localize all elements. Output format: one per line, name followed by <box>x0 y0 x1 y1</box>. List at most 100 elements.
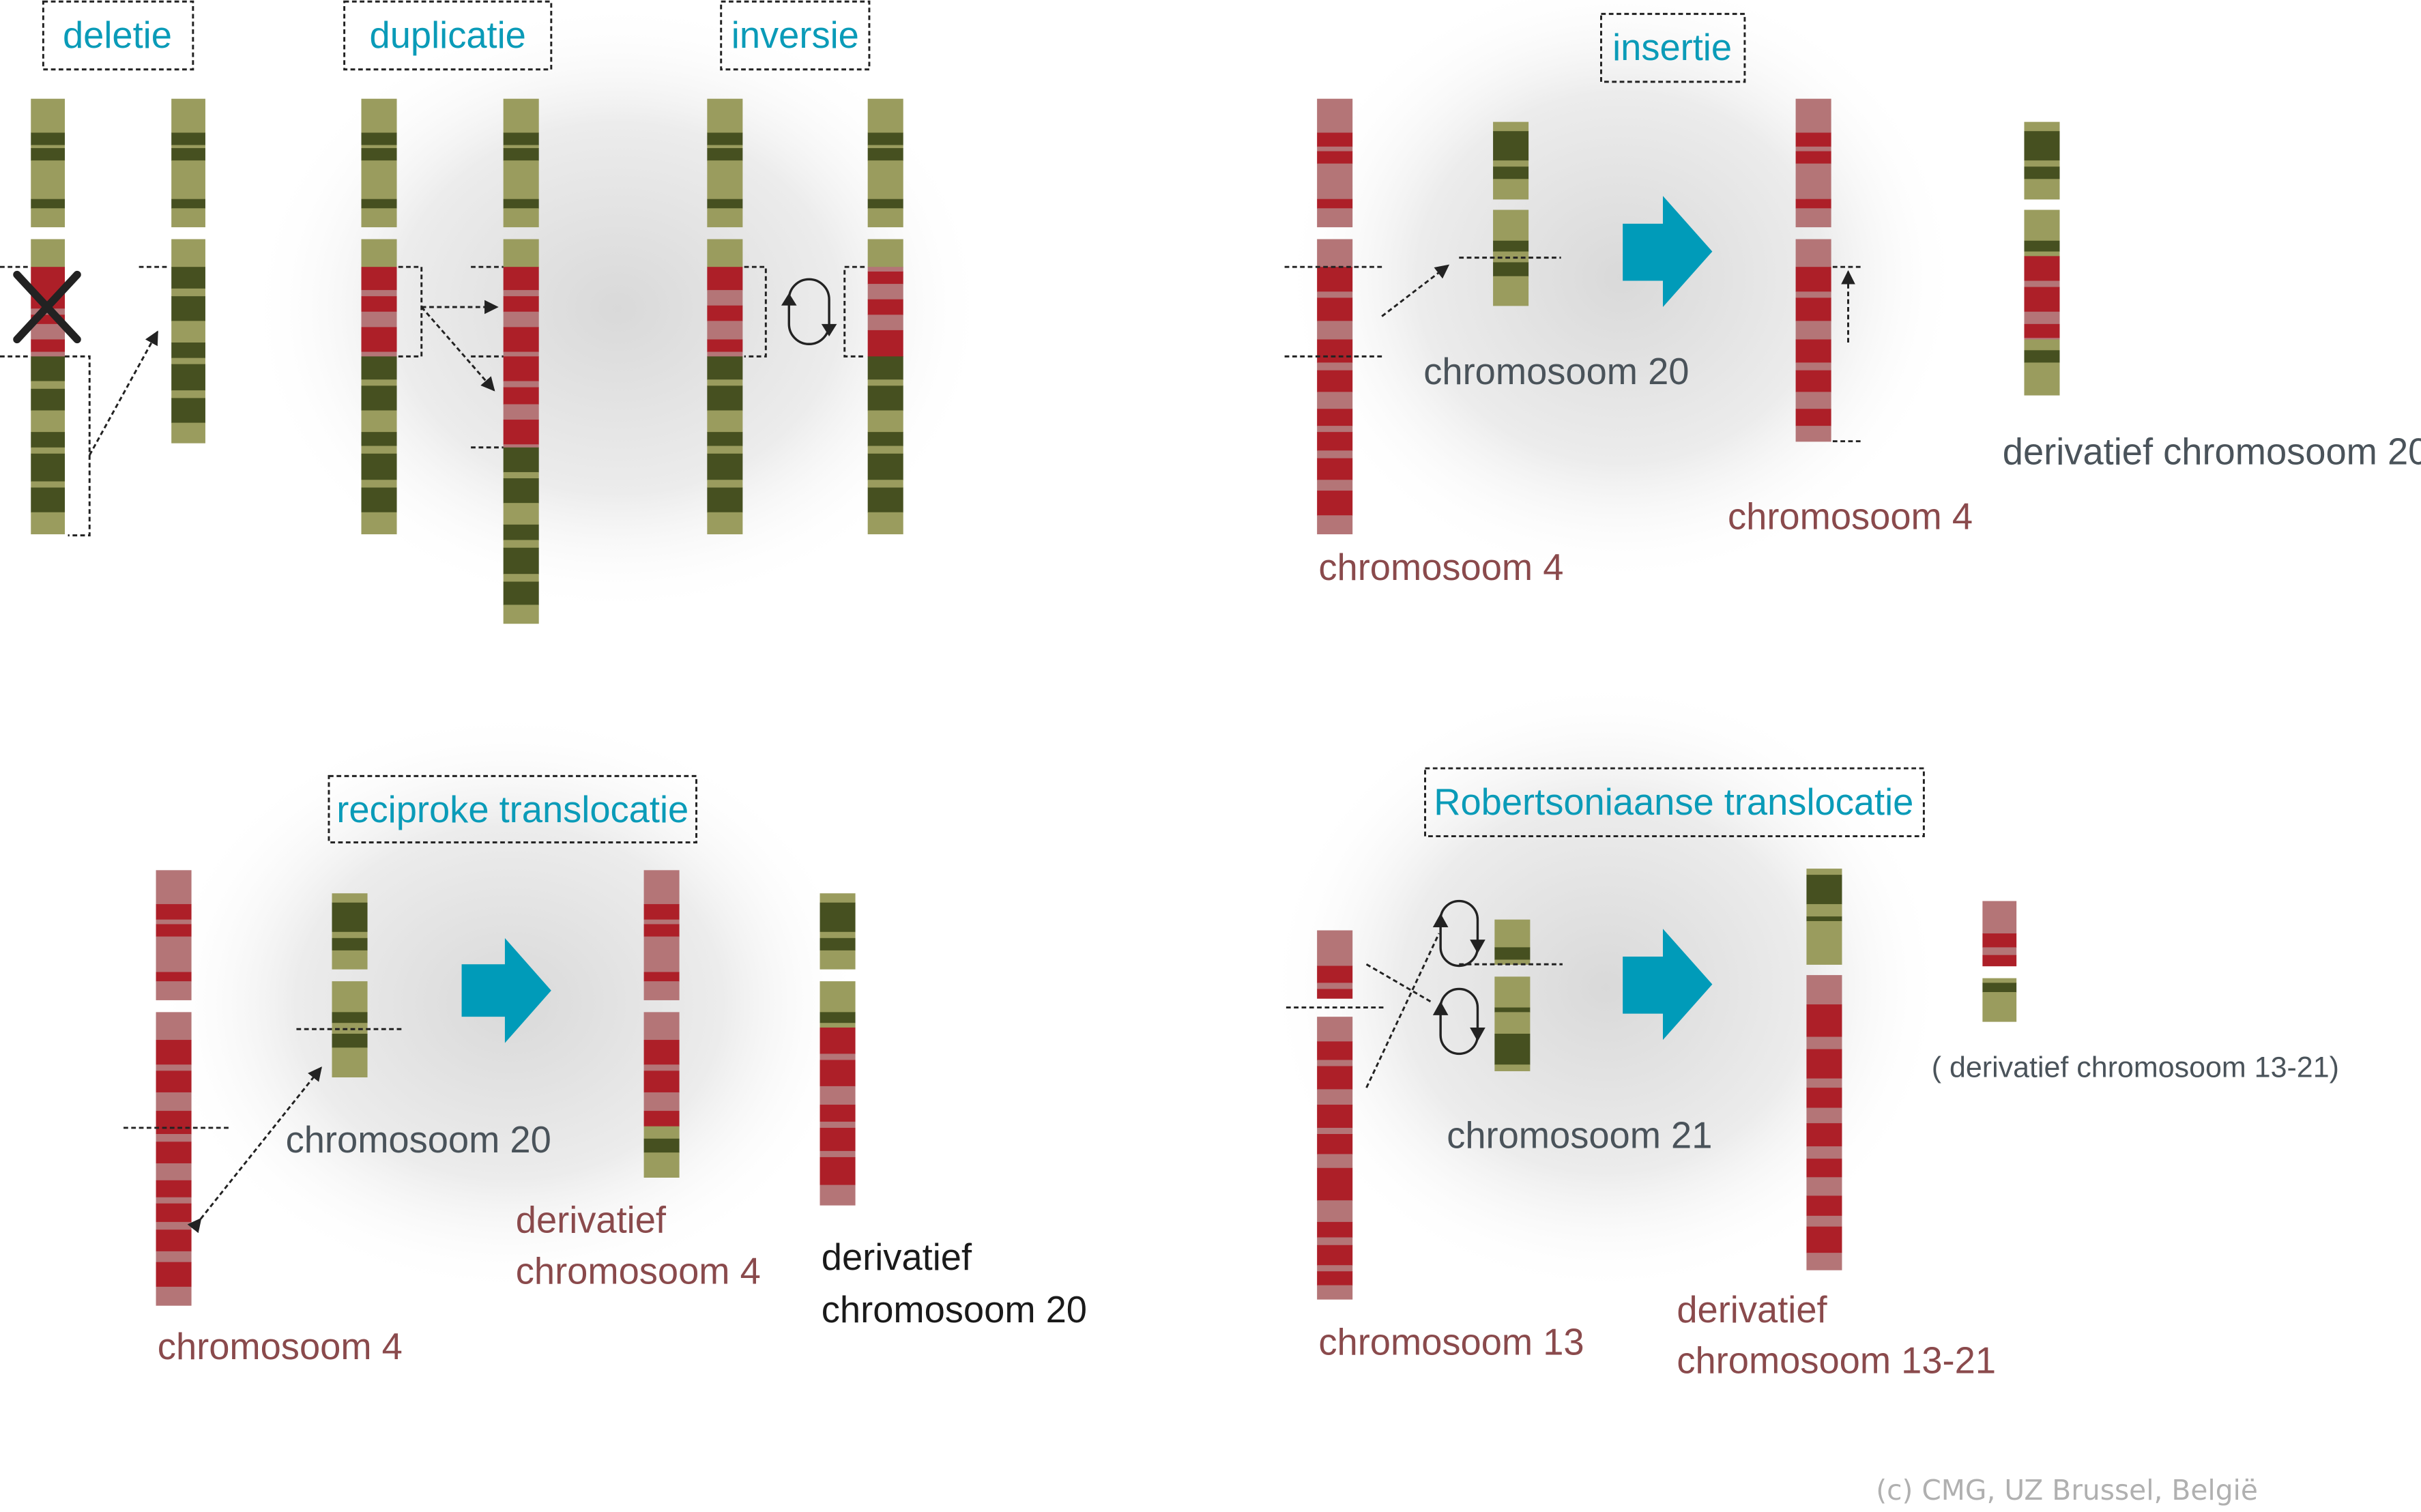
chromosome-band <box>503 524 539 541</box>
chromosome-band <box>867 148 903 161</box>
inversion-annotations <box>744 265 865 358</box>
cross-icon <box>13 270 81 344</box>
chromosome-band <box>1494 976 1531 1008</box>
chromosome-band <box>1795 291 1831 299</box>
svg-text:Robertsoniaanse translocatie: Robertsoniaanse translocatie <box>1434 781 1913 823</box>
chromosome-band <box>171 288 205 297</box>
chromosome-band <box>2024 311 2060 325</box>
chromosome-band <box>1795 339 1831 364</box>
chromosome-band <box>1806 975 1842 1005</box>
chromosome-band <box>361 432 397 447</box>
chromosome-band <box>1317 1200 1353 1223</box>
chromosome-band <box>1806 916 1842 922</box>
chromosome-band <box>156 1251 192 1263</box>
chromosome-band <box>1317 989 1353 999</box>
chromosome-band <box>503 98 539 134</box>
chromosome-band <box>361 386 397 411</box>
chromosome-band <box>707 239 743 267</box>
chromosome-band <box>171 398 205 424</box>
chromosome-band <box>1795 392 1831 409</box>
chromosome-band <box>361 208 397 228</box>
chromosome-band <box>1806 1226 1842 1253</box>
chromosome-insertion-chr20 <box>1493 121 1529 306</box>
chromosome-insertion-result-chr4 <box>1795 98 1831 442</box>
chromosome-band <box>867 379 903 386</box>
chromosome-band <box>361 290 397 297</box>
chromosome-robertsonian-der13-21 <box>1806 869 1842 1270</box>
chromosome-band <box>332 937 368 951</box>
chromosome-band <box>820 1150 856 1158</box>
chromosome-band <box>31 132 66 146</box>
chromosome-band <box>503 160 539 200</box>
chromosome-band <box>503 208 539 228</box>
chromosome-band <box>1806 1036 1842 1050</box>
svg-text:chromosoom 4: chromosoom 4 <box>516 1250 761 1292</box>
chromosome-band <box>1317 1271 1353 1286</box>
chromosome-band <box>361 512 397 535</box>
chromosome-band <box>31 432 66 448</box>
chromosome-band <box>1982 991 2017 1022</box>
svg-text:chromosoom 21: chromosoom 21 <box>1447 1114 1712 1156</box>
chromosome-band <box>1317 1105 1353 1129</box>
chromosome-band <box>867 386 903 411</box>
chromosome-band <box>1806 1159 1842 1178</box>
chromosome-band <box>1795 132 1831 147</box>
chromosome-band <box>1493 276 1529 306</box>
chromosome-band <box>1806 1177 1842 1197</box>
chromosome-band <box>643 924 680 937</box>
chromosome-band <box>31 145 66 149</box>
chromosome-band <box>31 208 66 228</box>
chromosome-band <box>1317 291 1353 299</box>
chromosome-band <box>1494 1064 1531 1071</box>
chromosome-band <box>1317 267 1353 293</box>
chromosome-band <box>2024 240 2060 252</box>
chromosome-band <box>156 870 192 905</box>
chromosome-band <box>643 1152 680 1178</box>
chromosome-band <box>156 1040 192 1065</box>
chromosome-band <box>361 356 397 380</box>
chromosome-band <box>643 1111 680 1127</box>
title-inversion: inversie <box>720 0 871 71</box>
chromosome-band <box>1494 947 1531 961</box>
chromosome-band <box>1795 98 1831 134</box>
chromosome-band <box>820 1121 856 1129</box>
chromosome-band <box>156 924 192 937</box>
chromosome-band <box>1317 426 1353 433</box>
chromosome-band <box>707 132 743 146</box>
chromosome-band <box>332 981 368 1013</box>
chromosome-band <box>361 199 397 209</box>
chromosome-band <box>156 1180 192 1198</box>
svg-text:insertie: insertie <box>1612 27 1732 68</box>
chromosome-band <box>1317 392 1353 409</box>
chromosome-band <box>867 98 903 134</box>
chromosome-band <box>867 446 903 454</box>
chromosome-reciprocal-der4 <box>643 870 680 1178</box>
chromosome-band <box>156 1262 192 1288</box>
chromosome-robertsonian-chr13 <box>1317 930 1353 1300</box>
chromosome-band <box>820 893 856 903</box>
chromosome-band <box>332 902 368 933</box>
chromosome-band <box>31 453 66 482</box>
chromosomes <box>31 98 2060 1306</box>
chromosome-band <box>31 388 66 411</box>
chromosome-band <box>361 311 397 328</box>
chromosome-band <box>361 267 397 291</box>
title-reciprocal-translocation: reciproke translocatie <box>328 774 697 844</box>
chromosome-band <box>1317 983 1353 990</box>
chromosome-band <box>31 381 66 390</box>
chromosome-band <box>171 148 205 161</box>
chromosome-band <box>31 160 66 200</box>
chromosome-band <box>1795 409 1831 426</box>
chromosome-band <box>31 98 66 134</box>
chromosome-band <box>171 296 205 322</box>
chromosome-band <box>1317 450 1353 459</box>
chromosome-band <box>503 471 539 479</box>
chromosome-band <box>156 1134 192 1142</box>
chromosome-band <box>643 1126 680 1139</box>
chromosome-band <box>1317 515 1353 535</box>
chromosome-band <box>503 503 539 525</box>
chromosome-band <box>1317 208 1353 228</box>
chromosome-band <box>707 145 743 149</box>
chromosome-band <box>1795 370 1831 393</box>
